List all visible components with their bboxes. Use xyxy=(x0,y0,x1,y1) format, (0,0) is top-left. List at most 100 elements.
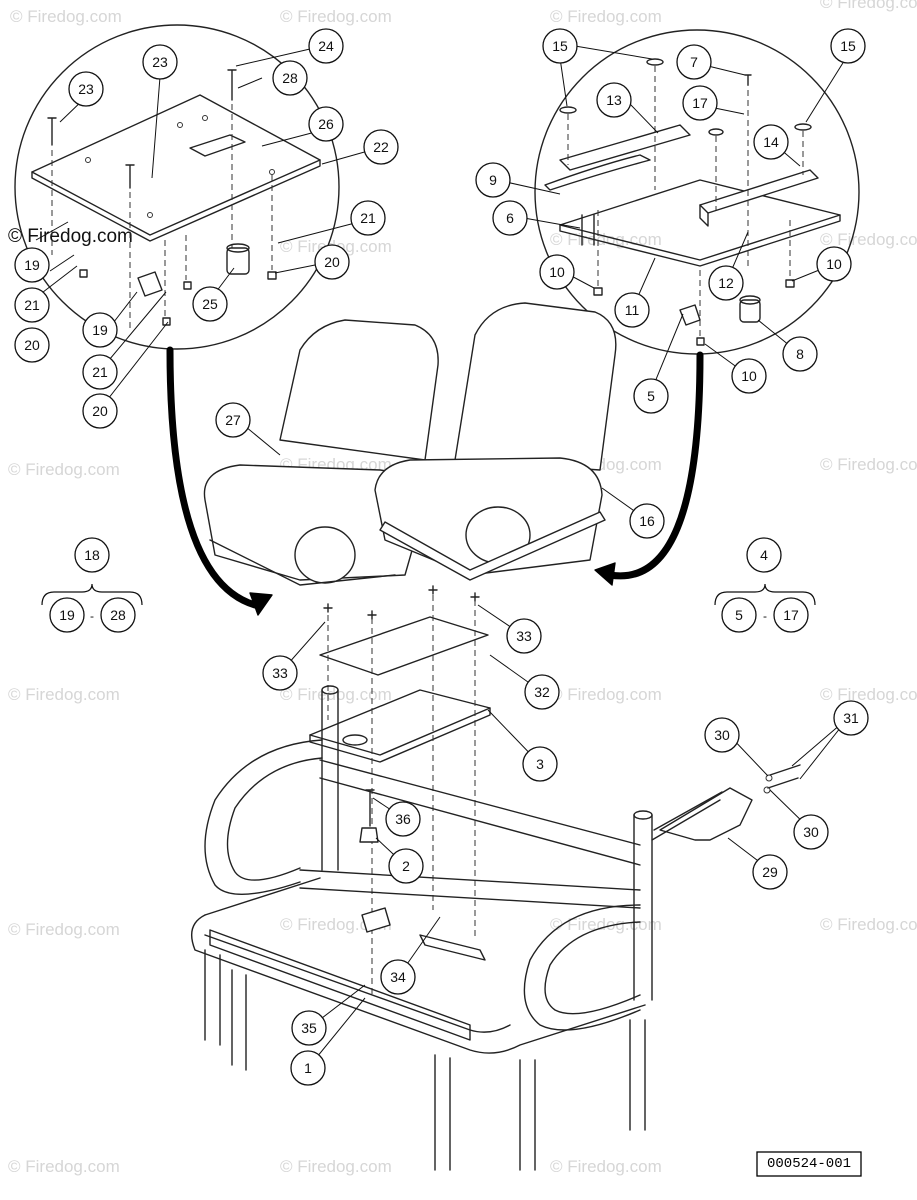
svg-text:10: 10 xyxy=(549,264,565,280)
washer xyxy=(708,128,724,136)
bolt xyxy=(125,164,135,189)
callout: 14 xyxy=(753,124,789,160)
bolt xyxy=(365,789,375,827)
frame-leg xyxy=(434,1054,451,1171)
svg-text:16: 16 xyxy=(639,513,655,529)
angle-rail xyxy=(209,929,471,1041)
range-dash: - xyxy=(90,609,94,623)
rubber-bumper-top xyxy=(739,295,761,305)
hinge-bracket xyxy=(659,787,753,841)
seat-base-right xyxy=(379,511,606,581)
plate-hole xyxy=(202,115,208,121)
arrow-right-head xyxy=(594,562,616,586)
drawing-number: 000524-001 xyxy=(756,1151,862,1177)
svg-text:15: 15 xyxy=(840,38,856,54)
nut xyxy=(470,592,480,602)
rubber-bumper xyxy=(226,247,250,275)
arrow-left xyxy=(166,346,259,609)
bolt xyxy=(581,214,595,246)
svg-text:25: 25 xyxy=(202,296,218,312)
cross-tube-top xyxy=(319,759,641,866)
watermark: © Firedog.com xyxy=(8,920,120,939)
watermark: © Firedog.com xyxy=(8,685,120,704)
svg-text:19: 19 xyxy=(92,322,108,338)
svg-text:17: 17 xyxy=(692,95,708,111)
svg-text:20: 20 xyxy=(24,337,40,353)
seat-base-left xyxy=(209,539,396,586)
frame-post-left-top xyxy=(321,685,339,695)
rubber-bumper xyxy=(739,299,761,323)
nut xyxy=(79,269,88,278)
plate-slot xyxy=(189,134,246,157)
watermark: © Firedog.com xyxy=(550,1157,662,1176)
svg-text:23: 23 xyxy=(152,54,168,70)
svg-text:31: 31 xyxy=(843,710,859,726)
frame-post-right-top xyxy=(633,810,653,820)
mount-bracket-lower xyxy=(419,934,486,961)
right-detail-view xyxy=(534,29,860,355)
callout: 20 xyxy=(14,327,50,363)
callout: 10 xyxy=(731,358,767,394)
assembly-centerlines xyxy=(327,595,476,995)
callout: 28 xyxy=(272,60,308,96)
mount-bracket xyxy=(361,907,391,933)
callout: 25 xyxy=(192,286,228,322)
nut xyxy=(785,279,795,288)
svg-text:21: 21 xyxy=(24,297,40,313)
watermark: © Firedog.com xyxy=(820,685,917,704)
plate-hole xyxy=(177,122,183,128)
callout: 8 xyxy=(782,336,818,372)
plate-hole xyxy=(269,169,275,175)
svg-text:19: 19 xyxy=(59,607,75,623)
callout: 33 xyxy=(506,618,542,654)
callout: 9 xyxy=(475,162,511,198)
svg-text:20: 20 xyxy=(92,403,108,419)
frame-post-left xyxy=(321,689,339,871)
svg-text:27: 27 xyxy=(225,412,241,428)
seat-assembly xyxy=(203,302,617,586)
callout: 6 xyxy=(492,200,528,236)
callouts: 24 23 28 23 26 22 21 19 20 21 25 19 21 2… xyxy=(14,28,869,1086)
bolt xyxy=(227,69,237,101)
svg-text:000524-001: 000524-001 xyxy=(767,1156,851,1172)
svg-text:19: 19 xyxy=(24,257,40,273)
washer xyxy=(763,786,771,794)
brace-18 xyxy=(41,583,143,606)
base-frame-left xyxy=(204,877,321,916)
kit-braces: - - xyxy=(41,583,816,623)
svg-text:23: 23 xyxy=(78,81,94,97)
frame-leg xyxy=(204,949,221,1046)
svg-text:36: 36 xyxy=(395,811,411,827)
callout: 32 xyxy=(524,674,560,710)
svg-text:28: 28 xyxy=(282,70,298,86)
seat-rail-end xyxy=(699,204,709,227)
watermark: © Firedog.com xyxy=(550,685,662,704)
screw xyxy=(744,74,752,86)
svg-text:22: 22 xyxy=(373,139,389,155)
callout: 10 xyxy=(816,246,852,282)
callout: 5 xyxy=(633,378,669,414)
arrow-left-head xyxy=(249,592,273,616)
latch-bracket xyxy=(137,271,163,297)
svg-text:15: 15 xyxy=(552,38,568,54)
callout: 20 xyxy=(82,393,118,429)
washer xyxy=(559,106,577,114)
callout: 3 xyxy=(522,746,558,782)
callout: 7 xyxy=(676,44,712,80)
watermark: © Firedog.com xyxy=(280,685,392,704)
svg-text:10: 10 xyxy=(826,256,842,272)
callout: 20 xyxy=(314,244,350,280)
callout: 26 xyxy=(308,106,344,142)
nut xyxy=(367,610,377,620)
armrest-hoop-right xyxy=(523,904,641,1031)
washer xyxy=(794,123,812,131)
callout: 22 xyxy=(363,129,399,165)
seat-cushion-left-roll xyxy=(294,526,356,584)
svg-text:5: 5 xyxy=(735,607,743,623)
watermark: © Firedog.com xyxy=(820,230,917,249)
plate-hole xyxy=(85,157,91,163)
svg-text:26: 26 xyxy=(318,116,334,132)
hinge-strap xyxy=(651,791,723,841)
callout: 30 xyxy=(793,814,829,850)
